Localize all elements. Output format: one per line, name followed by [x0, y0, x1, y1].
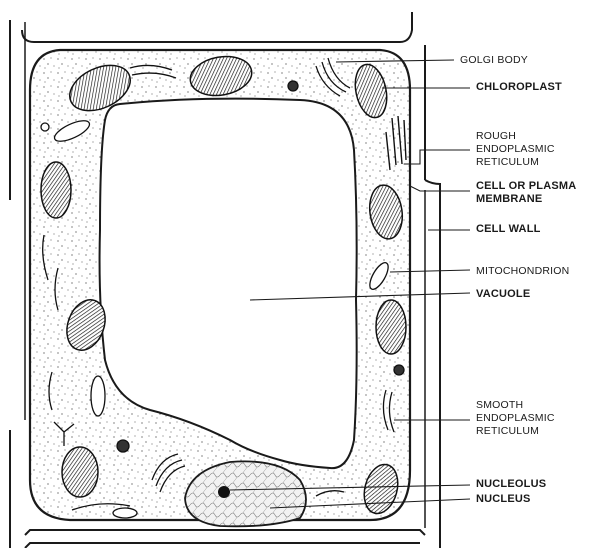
- mitochondrion-3: [91, 376, 105, 416]
- label-golgi-body: GOLGI BODY: [460, 54, 528, 67]
- chloroplast-4: [41, 162, 71, 218]
- nucleus: [185, 461, 306, 526]
- small-organelle: [41, 123, 49, 131]
- label-nucleolus: NUCLEOLUS: [476, 478, 546, 491]
- label-mitochondrion: MITOCHONDRION: [476, 265, 569, 278]
- small-organelle: [117, 440, 129, 452]
- label-chloroplast: CHLOROPLAST: [476, 81, 562, 94]
- label-cell-wall: CELL WALL: [476, 223, 541, 236]
- label-rough-er: ROUGH ENDOPLASMIC RETICULUM: [476, 130, 555, 169]
- chloroplast-7: [376, 300, 406, 354]
- label-smooth-er: SMOOTH ENDOPLASMIC RETICULUM: [476, 399, 555, 438]
- label-cell-membrane: CELL OR PLASMA MEMBRANE: [476, 180, 576, 206]
- small-organelle: [288, 81, 298, 91]
- mitochondrion-4: [113, 508, 137, 518]
- label-nucleus: NUCLEUS: [476, 493, 531, 506]
- chloroplast-8: [62, 447, 98, 497]
- small-organelle: [394, 365, 404, 375]
- nucleolus: [218, 486, 230, 498]
- label-vacuole: VACUOLE: [476, 288, 530, 301]
